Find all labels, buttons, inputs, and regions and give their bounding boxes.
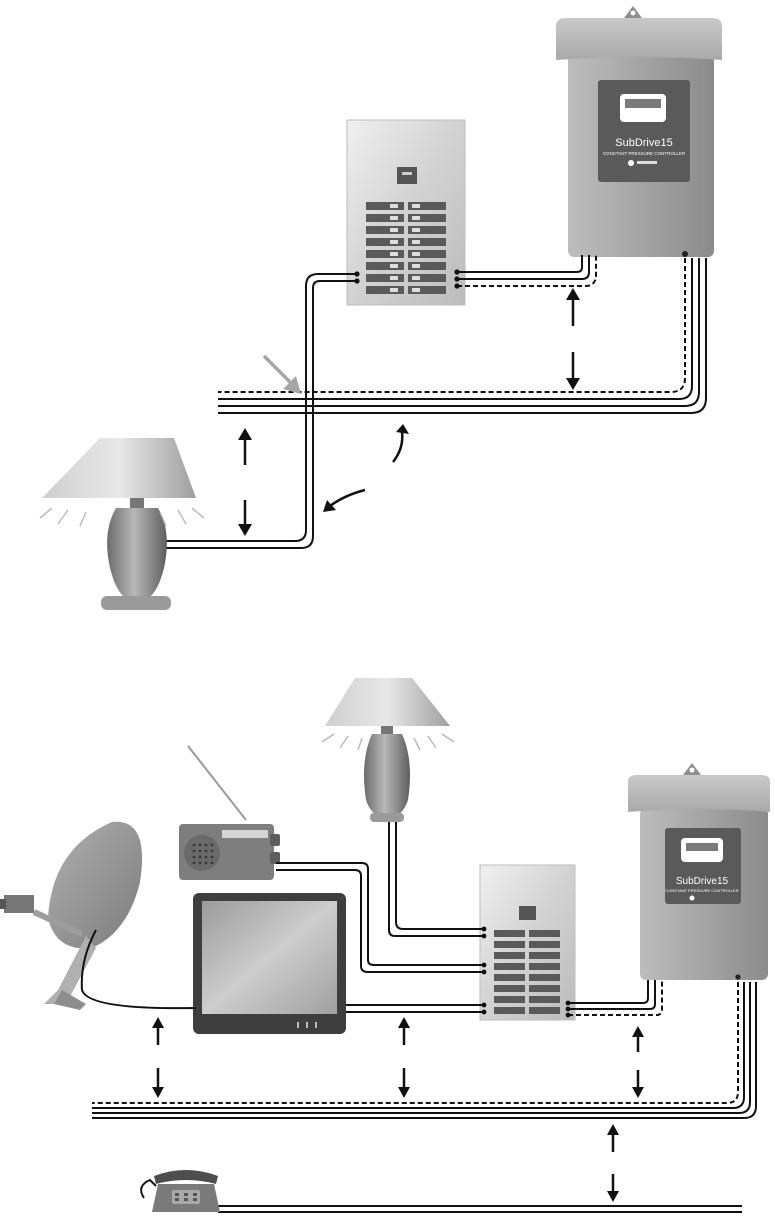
separation-arrows-top: [238, 288, 580, 536]
breaker-rows: [366, 202, 446, 294]
crossing-arrow-icon: [262, 354, 301, 394]
lamp-circuit-cable: [150, 273, 357, 549]
motor-cable: [92, 982, 757, 1119]
main-breaker-icon: [397, 167, 417, 184]
drive-subtitle-label: CONSTANT PRESSURE CONTROLLER: [665, 888, 738, 893]
lamp-icon: [321, 678, 455, 822]
drive-input-cable: [457, 255, 597, 287]
screw-icon: [682, 251, 688, 257]
screw-icon: [735, 974, 741, 980]
subdrive-controller: SubDrive15 CONSTANT PRESSURE CONTROLLER: [556, 6, 722, 257]
satellite-coax-cable: [80, 929, 197, 1010]
breaker-panel: [346, 119, 466, 306]
subdrive-controller: SubDrive15 CONSTANT PRESSURE CONTROLLER: [628, 763, 770, 980]
drive-brand-label: SubDrive15: [676, 876, 729, 887]
lamp-shade: [42, 438, 196, 498]
logo-icon: [628, 160, 634, 166]
lamp-icon: [39, 438, 205, 610]
dish-reflector: [48, 821, 143, 949]
curved-arrows: [329, 431, 404, 508]
drive-brand-label: SubDrive15: [615, 137, 672, 149]
bottom-diagram: SubDrive15 CONSTANT PRESSURE CONTROLLER: [0, 678, 770, 1213]
arrow-icon: [238, 428, 252, 465]
radio-icon: [179, 745, 280, 880]
drive-input-cable: [568, 980, 663, 1016]
radio-circuit-cable: [276, 862, 484, 973]
dish-mount: [44, 936, 96, 1004]
lamp-base: [107, 508, 167, 598]
arrow-icon: [398, 1068, 410, 1098]
motor-cable: [218, 258, 707, 414]
logo-icon: [689, 895, 695, 901]
controller-cover: [556, 18, 722, 60]
lamp-circuit-cable: [388, 822, 484, 937]
panel-body: [346, 119, 466, 306]
tv-icon: [193, 893, 346, 1034]
arrow-icon: [398, 1017, 410, 1045]
telephone-icon: [140, 1170, 220, 1212]
breaker-panel: [479, 864, 576, 1021]
arrow-icon: [566, 352, 580, 390]
arrow-icon: [632, 1026, 644, 1052]
arrow-icon: [152, 1017, 164, 1045]
tv-screen: [202, 901, 337, 1014]
tv-circuit-cable: [346, 1004, 484, 1013]
curved-arrow-icon: [329, 488, 366, 508]
arrow-icon: [566, 288, 580, 326]
drive-subtitle-label: CONSTANT PRESSURE CONTROLLER: [603, 151, 686, 156]
curved-arrow-icon: [392, 431, 404, 463]
antenna: [187, 745, 247, 821]
arrow-icon: [632, 1070, 644, 1098]
telephone-line: [218, 1205, 742, 1213]
arrow-icon: [238, 500, 252, 536]
arrow-icon: [607, 1124, 619, 1152]
main-breaker-icon: [519, 906, 536, 920]
top-diagram: SubDrive15 CONSTANT PRESSURE CONTROLLER: [39, 6, 722, 610]
satellite-dish-icon: [0, 821, 143, 1010]
lnb: [4, 895, 34, 913]
arrow-icon: [607, 1174, 619, 1202]
separation-arrows-bottom: [152, 1017, 644, 1202]
arrow-icon: [152, 1068, 164, 1098]
